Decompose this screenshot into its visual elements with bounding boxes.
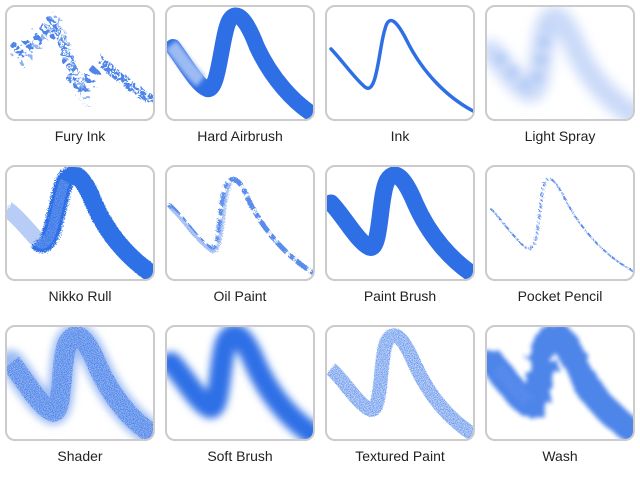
paint-brush-stroke-icon <box>327 167 473 279</box>
brush-hard-airbrush[interactable]: Hard Airbrush <box>165 5 315 155</box>
hard-airbrush-stroke-icon <box>167 7 313 119</box>
brush-label: Oil Paint <box>213 288 267 304</box>
brush-thumbnail[interactable] <box>485 325 635 441</box>
brush-thumbnail[interactable] <box>165 165 315 281</box>
light-spray-stroke-icon <box>487 7 633 119</box>
wash-stroke-icon <box>487 327 633 439</box>
brush-textured-paint[interactable]: Textured Paint <box>325 325 475 475</box>
brush-nikko-rull[interactable]: Nikko Rull <box>5 165 155 315</box>
brush-thumbnail[interactable] <box>5 165 155 281</box>
brush-fury-ink[interactable]: Fury Ink <box>5 5 155 155</box>
shader-stroke-icon <box>7 327 153 439</box>
brush-label: Ink <box>390 128 410 144</box>
brush-label: Hard Airbrush <box>197 128 283 144</box>
brush-thumbnail[interactable] <box>325 165 475 281</box>
brush-wash[interactable]: Wash <box>485 325 635 475</box>
brush-label: Shader <box>57 448 103 464</box>
brush-shader[interactable]: Shader <box>5 325 155 475</box>
brush-thumbnail[interactable] <box>325 5 475 121</box>
brush-label: Light Spray <box>524 128 596 144</box>
brush-thumbnail[interactable] <box>165 325 315 441</box>
brush-thumbnail[interactable] <box>485 165 635 281</box>
brush-thumbnail[interactable] <box>5 325 155 441</box>
brush-oil-paint[interactable]: Oil Paint <box>165 165 315 315</box>
brush-light-spray[interactable]: Light Spray <box>485 5 635 155</box>
fury-ink-stroke-icon <box>8 9 153 104</box>
brush-pocket-pencil[interactable]: Pocket Pencil <box>485 165 635 315</box>
brush-ink[interactable]: Ink <box>325 5 475 155</box>
brush-paint-brush[interactable]: Paint Brush <box>325 165 475 315</box>
brush-label: Paint Brush <box>363 288 437 304</box>
textured-paint-stroke-icon <box>327 328 473 439</box>
brush-soft-brush[interactable]: Soft Brush <box>165 325 315 475</box>
brush-label: Nikko Rull <box>48 288 112 304</box>
oil-paint-stroke-icon <box>167 177 313 276</box>
brush-label: Textured Paint <box>355 448 445 464</box>
brush-label: Pocket Pencil <box>517 288 603 304</box>
brush-thumbnail[interactable] <box>485 5 635 121</box>
pocket-pencil-stroke-icon <box>490 177 633 272</box>
brush-thumbnail[interactable] <box>325 325 475 441</box>
brush-thumbnail[interactable] <box>165 5 315 121</box>
ink-stroke-icon <box>329 18 473 113</box>
brush-thumbnail[interactable] <box>5 5 155 121</box>
brush-label: Fury Ink <box>54 128 106 144</box>
soft-brush-stroke-icon <box>167 327 313 439</box>
brush-label: Wash <box>542 448 578 464</box>
brush-label: Soft Brush <box>207 448 273 464</box>
nikko-rull-stroke-icon <box>7 167 153 279</box>
